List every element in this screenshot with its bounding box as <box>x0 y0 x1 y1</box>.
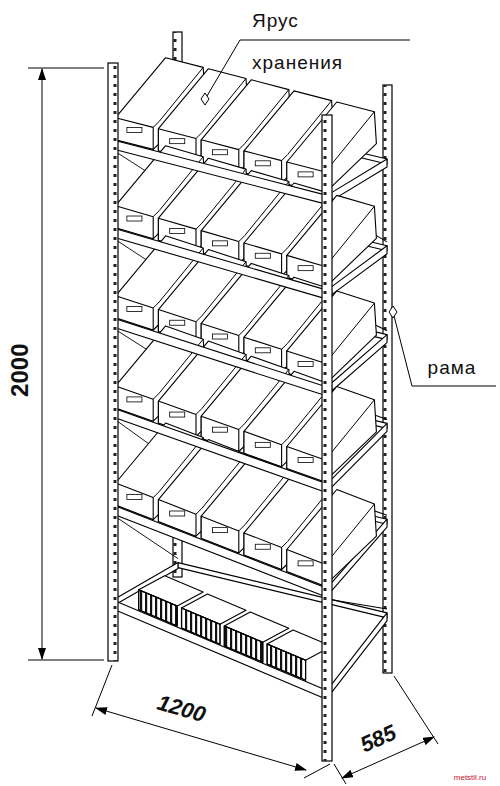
bin-label-holder <box>255 161 270 166</box>
watermark: metstil.ru <box>452 774 488 783</box>
front-beam <box>113 318 327 396</box>
bin-label-holder <box>212 334 227 339</box>
part-label: рама <box>426 358 479 379</box>
frame-brace <box>327 599 387 609</box>
bin-label-holder <box>255 253 270 258</box>
front-beam <box>113 140 327 204</box>
bin-label-holder <box>255 348 270 353</box>
callout-label: Ярус хранения <box>252 0 374 84</box>
bin-label-holder <box>127 397 142 402</box>
bin-label-holder <box>212 150 227 155</box>
front-beam <box>113 408 327 493</box>
dimension-label: 1200 <box>152 690 210 728</box>
bin-label-holder <box>298 172 313 177</box>
bin-label-holder <box>212 427 227 432</box>
bin-label-holder <box>255 544 270 549</box>
front-beam <box>113 228 327 299</box>
dimension-lines <box>28 68 438 784</box>
bin-label-holder <box>212 241 227 246</box>
bin-label-holder <box>298 457 313 462</box>
bin-label-holder <box>127 494 142 499</box>
bin-label-holder <box>255 442 270 447</box>
bin-label-holder <box>127 306 142 311</box>
bin-label-holder <box>298 561 313 566</box>
bin-label-holder <box>298 266 313 271</box>
bin-label-holder <box>212 528 227 533</box>
side-beam <box>327 613 387 699</box>
dimension-label: 585 <box>354 720 401 759</box>
front-frame <box>108 63 332 761</box>
bin-label-holder <box>170 511 185 516</box>
bin-label-holder <box>170 228 185 233</box>
bin-label-holder <box>127 216 142 221</box>
leader-lines <box>201 40 496 386</box>
bin-label-holder <box>170 412 185 417</box>
shelves-and-bins <box>113 58 387 700</box>
bin-label-holder <box>298 362 313 367</box>
bin-label-holder <box>170 139 185 144</box>
bin-label-holder <box>170 320 185 325</box>
dimension-label: 2000 <box>7 341 33 398</box>
bin-label-holder <box>127 128 142 133</box>
front-beam <box>113 600 327 699</box>
front-beam <box>113 505 327 597</box>
